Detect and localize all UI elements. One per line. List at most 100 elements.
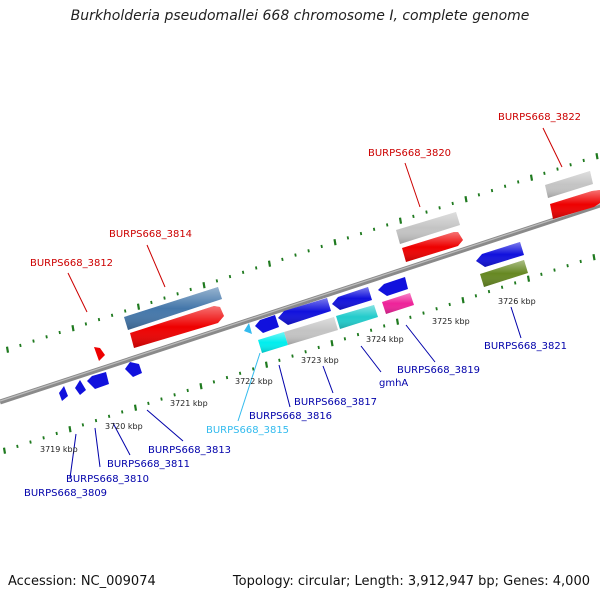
scale-tick [369, 328, 373, 332]
scale-tick [409, 315, 412, 320]
scale-label: 3723 kbp [301, 356, 339, 365]
scale-labels: 3719 kbp 3720 kbp 3721 kbp 3722 kbp 3723… [40, 297, 536, 454]
scale-tick [32, 339, 35, 343]
scale-tick [94, 418, 98, 423]
scale-tick [55, 431, 58, 436]
scale-tick [29, 440, 32, 444]
scale-label: 3722 kbp [235, 377, 273, 386]
scale-tick [517, 180, 520, 184]
scale-tick [176, 292, 179, 296]
cds-3815[interactable] [244, 323, 252, 334]
scale-tick [71, 325, 75, 332]
scale-tick [487, 289, 491, 294]
scale-tick [189, 287, 192, 292]
scale-tick [461, 296, 465, 304]
gene-label-3811[interactable]: BURPS668_3811 [107, 459, 190, 470]
scale-tick [19, 343, 22, 348]
scale-tick [16, 444, 19, 449]
gene-label-3814[interactable]: BURPS668_3814 [109, 229, 192, 240]
gene-label-3813[interactable]: BURPS668_3813 [148, 445, 231, 456]
scale-tick [147, 401, 150, 406]
scale-tick [477, 193, 481, 197]
scale-tick [386, 223, 389, 227]
reverse-gene-labels: BURPS668_3809 BURPS668_3810 BURPS668_381… [24, 341, 567, 499]
scale-tick [294, 253, 297, 257]
scale-tick [199, 382, 203, 390]
map-title: Burkholderia pseudomallei 668 chromosome… [70, 8, 530, 24]
scale-tick [320, 244, 323, 249]
scale-tick [238, 371, 242, 375]
scale-tick [97, 317, 101, 322]
scale-tick [160, 397, 163, 401]
scale-tick [556, 167, 559, 171]
scale-tick [163, 296, 166, 300]
scale-tick [526, 275, 531, 282]
gene-label-3821[interactable]: BURPS668_3821 [484, 341, 567, 352]
gene-label-3812[interactable]: BURPS668_3812 [30, 258, 113, 269]
scale-label: 3721 kbp [170, 399, 208, 408]
scale-tick [307, 249, 310, 253]
scale-tick [582, 158, 585, 163]
cds-gmhA[interactable] [378, 277, 408, 296]
scale-tick [566, 264, 569, 268]
scale-tick [81, 423, 85, 427]
scale-tick [579, 259, 582, 264]
cds-3813[interactable] [125, 362, 142, 377]
cds-3810[interactable] [75, 380, 86, 395]
gene-label-3810[interactable]: BURPS668_3810 [66, 474, 149, 485]
accession-text: Accession: NC_009074 [8, 574, 156, 589]
gene-label-3809[interactable]: BURPS668_3809 [24, 488, 107, 499]
scale-ticks-inner [2, 253, 596, 454]
scale-tick [278, 358, 281, 363]
scale-tick [503, 184, 507, 188]
scale-label: 3720 kbp [105, 422, 143, 431]
scale-tick [58, 330, 61, 335]
scale-label: 3719 kbp [40, 445, 78, 454]
scale-tick [84, 322, 88, 326]
callout-lines [67, 127, 563, 479]
scale-tick [330, 339, 334, 347]
scale-tick [212, 380, 216, 384]
cds-3812[interactable] [94, 347, 105, 361]
scale-tick [438, 206, 441, 210]
genome-backbone-highlight [0, 203, 600, 402]
scale-tick [412, 214, 415, 219]
gene-label-3815[interactable]: BURPS668_3815 [206, 425, 289, 436]
scale-tick [553, 268, 556, 272]
gene-label-3816[interactable]: BURPS668_3816 [249, 411, 332, 422]
scale-tick [215, 279, 219, 283]
genome-summary-text: Topology: circular; Length: 3,912,947 bp… [232, 574, 590, 589]
scale-tick [124, 309, 127, 313]
scale-tick [343, 337, 347, 341]
cds-3816-a[interactable] [255, 315, 279, 333]
cds-3809[interactable] [59, 386, 68, 401]
scale-tick [136, 303, 141, 310]
scale-tick [490, 188, 494, 193]
scale-tick [569, 163, 572, 167]
scale-tick [346, 236, 350, 240]
scale-tick [186, 388, 189, 393]
scale-tick [395, 318, 400, 325]
scale-tick [359, 231, 363, 236]
gene-label-3819[interactable]: BURPS668_3819 [397, 365, 480, 376]
gene-label-gmhA[interactable]: gmhA [379, 378, 408, 389]
scale-label: 3726 kbp [498, 297, 536, 306]
scale-tick [264, 361, 269, 368]
scale-tick [281, 257, 284, 262]
scale-tick [267, 260, 272, 267]
scale-tick [173, 393, 176, 397]
scale-tick [107, 414, 111, 418]
gene-label-3817[interactable]: BURPS668_3817 [294, 397, 377, 408]
scale-tick [592, 253, 596, 261]
gene-label-3820[interactable]: BURPS668_3820 [368, 148, 451, 159]
scale-tick [252, 367, 255, 371]
scale-tick [464, 195, 468, 203]
feature-shading [124, 171, 600, 353]
scale-label: 3724 kbp [366, 335, 404, 344]
scale-tick [5, 346, 10, 353]
scale-ticks-outer [5, 152, 599, 353]
scale-tick [500, 285, 504, 289]
cds-3811[interactable] [87, 372, 109, 389]
gene-label-3822[interactable]: BURPS668_3822 [498, 112, 581, 123]
scale-tick [474, 294, 478, 298]
